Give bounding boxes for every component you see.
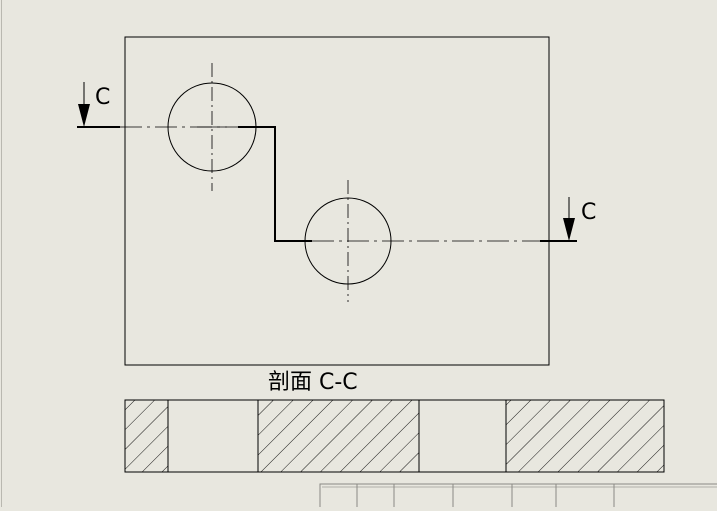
section-label-right: C (581, 200, 596, 225)
section-label-left: C (95, 85, 110, 110)
section-view-title: 剖面 C-C (268, 370, 358, 395)
title-block (319, 483, 717, 511)
section-cutting-line (77, 126, 577, 242)
plate-outline (124, 36, 550, 366)
section-arrow-right (563, 197, 575, 241)
section-view (124, 399, 665, 473)
section-arrow-left (78, 82, 90, 127)
